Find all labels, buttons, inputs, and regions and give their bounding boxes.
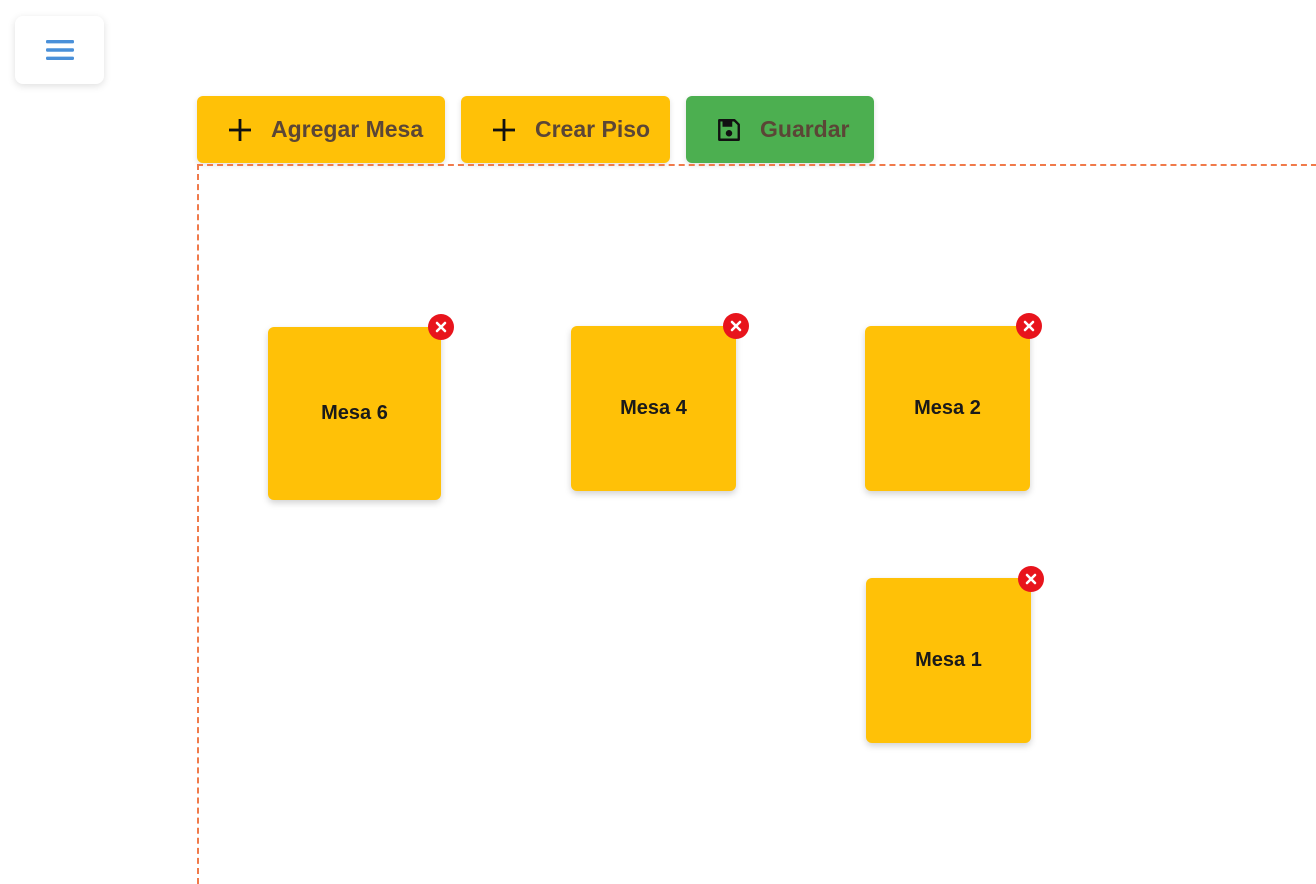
save-button[interactable]: Guardar [686,96,874,163]
floor-canvas[interactable] [197,164,1316,884]
save-label: Guardar [760,116,850,142]
delete-table-button[interactable] [723,313,749,339]
delete-table-button[interactable] [1018,566,1044,592]
table-label: Mesa 6 [321,402,388,424]
create-floor-label: Crear Piso [535,116,651,142]
table-card[interactable]: Mesa 2 [865,313,1042,491]
table-card[interactable]: Mesa 1 [866,566,1044,743]
floppy-disk-icon [716,117,742,143]
table-label: Mesa 4 [620,397,687,419]
plus-icon [227,117,253,143]
close-icon [730,320,742,332]
table-label: Mesa 2 [914,397,981,419]
add-table-label: Agregar Mesa [271,116,424,142]
menu-button[interactable] [15,16,104,84]
table-card[interactable]: Mesa 6 [268,314,454,500]
table-card[interactable]: Mesa 4 [571,313,749,491]
create-floor-button[interactable]: Crear Piso [461,96,670,163]
close-icon [435,321,447,333]
close-icon [1023,320,1035,332]
hamburger-menu-icon [45,40,74,60]
delete-table-button[interactable] [1016,313,1042,339]
delete-table-button[interactable] [428,314,454,340]
close-icon [1025,573,1037,585]
plus-icon [491,117,517,143]
table-label: Mesa 1 [915,649,982,671]
add-table-button[interactable]: Agregar Mesa [197,96,445,163]
